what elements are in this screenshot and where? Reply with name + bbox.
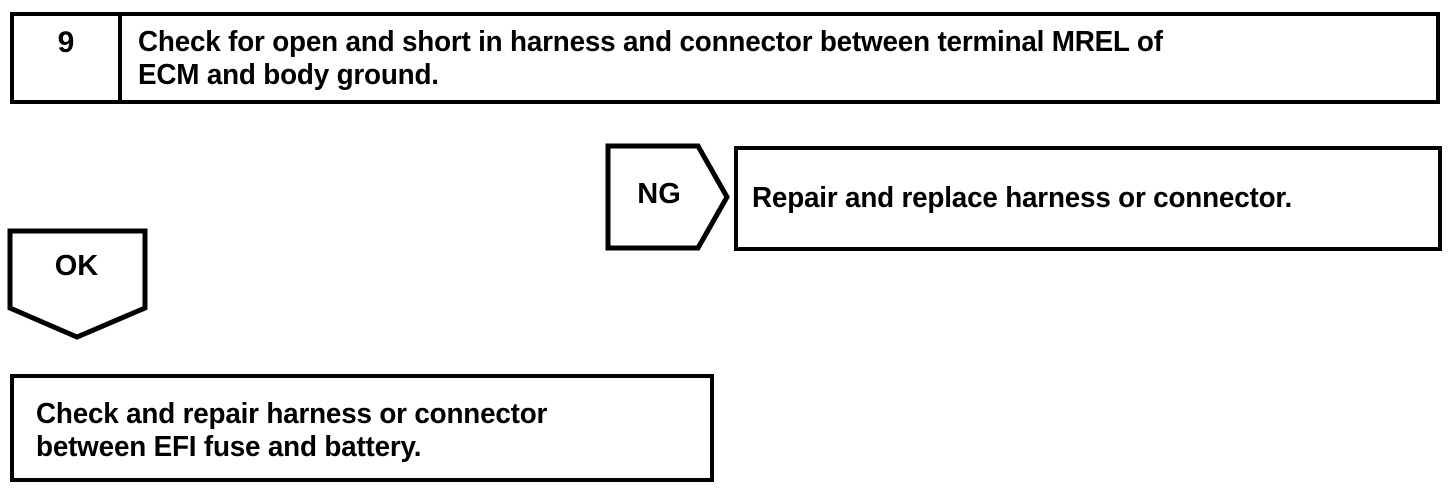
ok-result-text: Check and repair harness or connector be… xyxy=(36,398,548,463)
ok-branch-label: OK xyxy=(54,250,99,282)
step-number-cell: 9 xyxy=(14,16,122,100)
ng-branch-label: NG xyxy=(637,178,681,210)
step-header-box: 9 Check for open and short in harness an… xyxy=(10,12,1440,104)
step-instruction-text: Check for open and short in harness and … xyxy=(138,26,1163,91)
ng-result-box: Repair and replace harness or connector. xyxy=(734,146,1442,251)
ok-result-box: Check and repair harness or connector be… xyxy=(10,374,714,482)
ng-result-text: Repair and replace harness or connector. xyxy=(752,182,1293,214)
ok-arrow-shape xyxy=(7,228,148,340)
step-number: 9 xyxy=(57,26,75,59)
ng-arrow-shape xyxy=(605,143,730,251)
